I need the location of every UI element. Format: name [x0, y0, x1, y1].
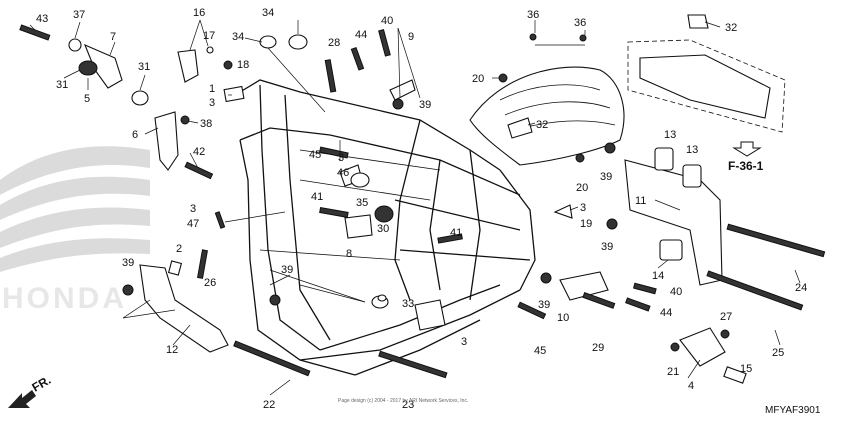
callout-40b: 40 — [670, 286, 682, 298]
callout-24: 24 — [795, 282, 807, 294]
callout-32a: 32 — [725, 22, 737, 34]
callout-23: 23 — [402, 399, 414, 411]
callout-10: 10 — [557, 312, 569, 324]
callout-37: 37 — [73, 9, 85, 21]
callout-20b: 20 — [576, 182, 588, 194]
callout-39c: 39 — [122, 257, 134, 269]
callout-40a: 40 — [381, 15, 393, 27]
callout-39e: 39 — [600, 171, 612, 183]
callout-44a: 44 — [355, 29, 367, 41]
section-reference: F-36-1 — [728, 141, 764, 173]
callout-31b: 31 — [138, 61, 150, 73]
callout-20a: 20 — [472, 73, 484, 85]
callout-28: 28 — [328, 37, 340, 49]
callout-7: 7 — [110, 31, 116, 43]
callout-14: 14 — [652, 270, 664, 282]
callout-47: 47 — [187, 218, 199, 230]
callout-3e: 3 — [461, 336, 467, 348]
callout-16: 16 — [193, 7, 205, 19]
callout-31: 31 — [56, 79, 68, 91]
callout-42: 42 — [193, 146, 205, 158]
honda-wing-watermark: HONDA — [0, 146, 150, 315]
callout-13a: 13 — [664, 129, 676, 141]
diagram-code: MFYAF3901 — [765, 405, 821, 416]
callout-9: 9 — [408, 31, 414, 43]
callout-13b: 13 — [686, 144, 698, 156]
callout-30: 30 — [377, 223, 389, 235]
callout-27: 27 — [720, 311, 732, 323]
callout-6: 6 — [132, 129, 138, 141]
callout-34a: 34 — [262, 7, 274, 19]
callout-25: 25 — [772, 347, 784, 359]
callout-26: 26 — [204, 277, 216, 289]
callout-2: 2 — [176, 243, 182, 255]
callout-3c: 3 — [190, 203, 196, 215]
callout-17: 17 — [203, 30, 215, 42]
callout-11: 11 — [635, 195, 646, 207]
callout-19: 19 — [580, 218, 592, 230]
callout-15: 15 — [740, 363, 752, 375]
callout-43: 43 — [36, 13, 48, 25]
callout-39f: 39 — [601, 241, 613, 253]
callout-45a: 45 — [309, 149, 321, 161]
callout-39a: 39 — [419, 99, 431, 111]
callout-41a: 41 — [311, 191, 323, 203]
front-label: FR. — [30, 373, 54, 395]
front-arrow-icon — [8, 390, 36, 408]
callout-22: 22 — [263, 399, 275, 411]
callout-38: 38 — [200, 118, 212, 130]
callout-numbers: 43 37 7 31 5 31 6 38 42 16 17 18 1 3 34 … — [36, 7, 807, 411]
callout-39b: 39 — [281, 264, 293, 276]
callout-1: 1 — [209, 83, 215, 95]
callout-36a: 36 — [527, 9, 539, 21]
callout-34b: 34 — [232, 31, 244, 43]
leader-lines — [29, 19, 801, 396]
callout-18: 18 — [237, 59, 249, 71]
callout-39d: 39 — [538, 299, 550, 311]
callout-3b: 3 — [338, 152, 344, 164]
front-direction-indicator: FR. — [8, 373, 53, 408]
callout-35: 35 — [356, 197, 368, 209]
callout-32b: 32 — [536, 119, 548, 131]
reference-label: F-36-1 — [728, 159, 764, 173]
callout-3a: 3 — [209, 97, 215, 109]
callout-44b: 44 — [660, 307, 672, 319]
callout-29: 29 — [592, 342, 604, 354]
callout-33: 33 — [402, 298, 414, 310]
callout-12: 12 — [166, 344, 178, 356]
callout-4: 4 — [688, 380, 694, 392]
callout-5: 5 — [84, 93, 90, 105]
callout-41b: 41 — [450, 227, 462, 239]
component-parts — [19, 14, 826, 384]
watermark-text: HONDA — [2, 282, 127, 315]
callout-3d: 3 — [580, 202, 586, 214]
callout-21: 21 — [667, 366, 679, 378]
copyright-text: Page design (c) 2004 - 2017 by ARI Netwo… — [338, 398, 468, 404]
callout-45b: 45 — [534, 345, 546, 357]
main-frame — [234, 66, 625, 376]
callout-36b: 36 — [574, 17, 586, 29]
callout-46: 46 — [337, 167, 349, 179]
callout-8: 8 — [346, 248, 352, 260]
